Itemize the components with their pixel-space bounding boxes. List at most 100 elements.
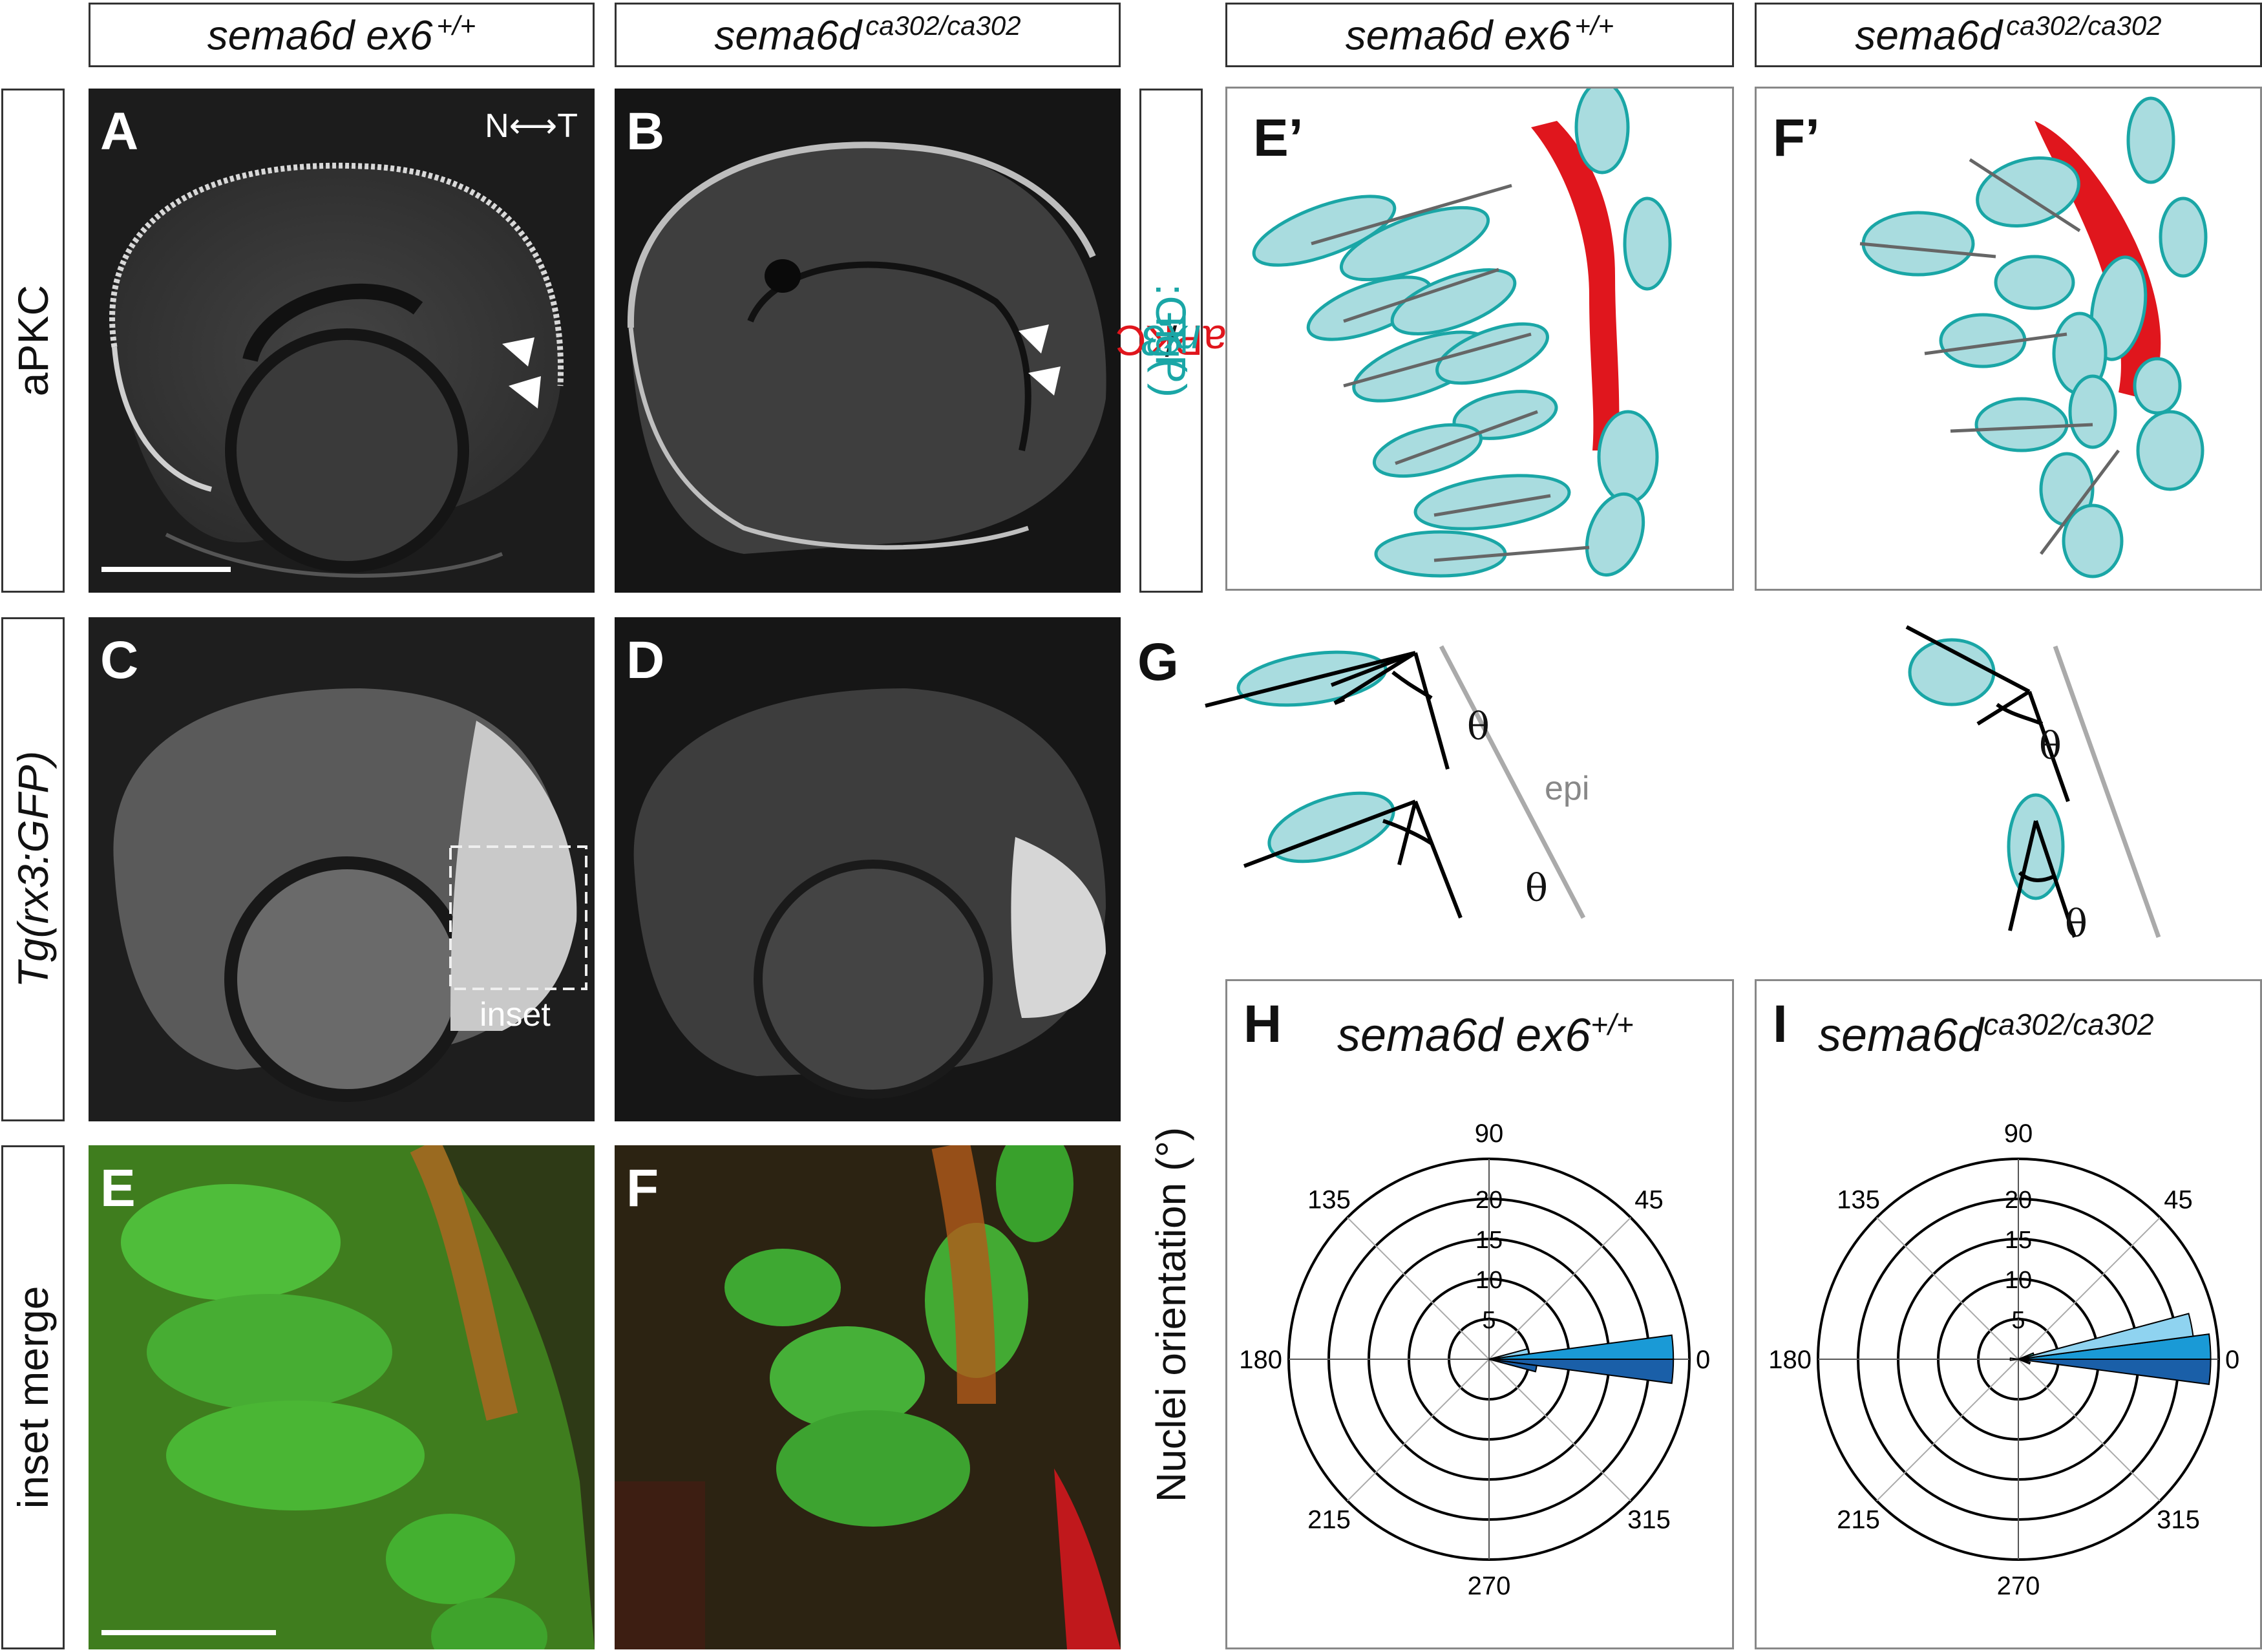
tg-gene: rx3	[9, 864, 57, 924]
header-wt-sup: +/+	[436, 10, 476, 41]
header-mut-text-2: sema6d	[1855, 12, 2003, 59]
polar-angle-tick-label: 135	[1837, 1186, 1880, 1214]
polar-angle-tick-label: 45	[1634, 1186, 1664, 1214]
polar-angle-tick-label: 0	[1696, 1346, 1710, 1374]
polar-angle-tick-label: 215	[1307, 1505, 1351, 1534]
polar-spoke	[1488, 1359, 1631, 1501]
panel-g: G θ θ θ θ epi	[1137, 620, 2262, 969]
polar-angle-tick-label: 135	[1307, 1186, 1351, 1214]
panel-label-e: E	[100, 1159, 136, 1218]
row-label-apkc: aPKC	[1, 89, 65, 593]
legend-apkc-tg: aPKC / Tg(rx3:GFP)	[1115, 89, 1227, 593]
micrograph-e: E	[89, 1145, 595, 1649]
polar-angle-tick-label: 215	[1837, 1505, 1880, 1534]
micrograph-a-image	[89, 89, 595, 593]
micrograph-a: A N⟷T	[89, 89, 595, 593]
polar-i-title-sup: ca302/ca302	[1983, 1008, 2154, 1041]
polar-radial-tick-label: 10	[1475, 1267, 1503, 1294]
panel-label-a: A	[100, 102, 139, 161]
tg-prefix: Tg(	[9, 924, 57, 988]
panel-label-f-prime: F’	[1773, 109, 1820, 167]
schematic-f-prime: F’	[1755, 87, 2262, 591]
polar-spoke	[1347, 1217, 1490, 1360]
legend-tg: Tg(rx3:GFP)	[1141, 284, 1201, 397]
panel-g-image	[1205, 625, 2161, 938]
polar-spoke	[1876, 1217, 2019, 1360]
micrograph-c-image	[89, 617, 595, 1121]
polar-radial-tick-label: 20	[2005, 1187, 2032, 1214]
polar-angle-tick-label: 270	[1997, 1572, 2040, 1600]
polar-h-title-text: sema6d ex6	[1337, 1010, 1591, 1061]
panel-label-i: I	[1773, 995, 1788, 1054]
micrograph-d-image	[615, 617, 1121, 1121]
polar-bin	[1488, 1359, 1538, 1373]
polar-bin	[2018, 1313, 2194, 1360]
theta-4: θ	[2065, 902, 2088, 946]
panel-label-c: C	[100, 631, 139, 690]
row-label-inset: inset merge	[1, 1145, 65, 1649]
header-wt-text-2: sema6d ex6	[1345, 12, 1571, 59]
row-label-nuclei: Nuclei orientation (°)	[1139, 979, 1203, 1649]
epi-label: epi	[1545, 770, 1590, 807]
inset-label: inset	[480, 996, 551, 1033]
polar-angle-tick-label: 315	[2157, 1505, 2200, 1534]
schematic-f-prime-image	[1859, 96, 2208, 578]
polar-radial-tick-label: 15	[1475, 1227, 1503, 1254]
panel-label-e-prime: E’	[1253, 109, 1304, 167]
polar-angle-tick-label: 270	[1468, 1572, 1511, 1600]
row-label-nuclei-text: Nuclei orientation (°)	[1148, 1127, 1194, 1502]
row-label-inset-text: inset merge	[9, 1286, 57, 1509]
polar-panel-i: 5 10 15 20 90 45 0 315 270 215 180 135 I sema6dca30…	[1755, 979, 2262, 1649]
header-mut-sup: ca302/ca302	[865, 10, 1021, 41]
polar-radial-tick-label: 10	[2005, 1267, 2032, 1294]
legend-tg-suffix: :GFP)	[1147, 284, 1195, 397]
polar-spoke	[1488, 1217, 1631, 1360]
polar-angle-tick-label: 90	[1475, 1119, 1504, 1148]
polar-angle-tick-label: 180	[1239, 1346, 1282, 1374]
panel-label-g: G	[1137, 633, 1179, 692]
micrograph-e-image	[89, 1145, 595, 1649]
polar-i-title-text: sema6d	[1818, 1010, 1984, 1061]
polar-spoke	[2018, 1217, 2161, 1360]
row-label-tg-text: Tg(rx3:GFP)	[8, 751, 58, 988]
polar-radial-tick-label: 5	[2011, 1307, 2025, 1334]
polar-h-title: sema6d ex6+/+	[1337, 1007, 1634, 1062]
polar-bin	[2018, 1359, 2212, 1385]
theta-1: θ	[1467, 704, 1490, 748]
polar-radial-tick-label: 15	[2005, 1227, 2032, 1254]
polar-bin	[1488, 1348, 1530, 1360]
polar-angle-tick-label: 315	[1627, 1505, 1671, 1534]
theta-2: θ	[1525, 866, 1548, 910]
schematic-e-prime-image	[1252, 89, 1672, 578]
row-label-apkc-text: aPKC	[9, 284, 57, 397]
polar-spoke	[2018, 1359, 2161, 1501]
polar-h-title-sup: +/+	[1591, 1008, 1634, 1041]
polar-radial-tick-label: 20	[1475, 1187, 1503, 1214]
polar-angle-tick-label: 45	[2164, 1186, 2193, 1214]
orientation-label: N⟷T	[485, 107, 578, 145]
micrograph-c: C inset	[89, 617, 595, 1121]
header-wt-sup-2: +/+	[1574, 10, 1614, 41]
micrograph-f-image	[615, 1145, 1121, 1649]
theta-3: θ	[2039, 724, 2062, 768]
polar-radial-tick-label: 5	[1482, 1307, 1496, 1334]
polar-angle-tick-label: 180	[1768, 1346, 1812, 1374]
panel-label-f: F	[626, 1159, 659, 1218]
polar-angle-tick-label: 90	[2004, 1119, 2033, 1148]
header-mut-sup-2: ca302/ca302	[2006, 10, 2162, 41]
polar-angle-tick-label: 0	[2225, 1346, 2239, 1374]
micrograph-b: B	[615, 89, 1121, 593]
polar-bin	[2018, 1352, 2035, 1360]
header-wt-left: sema6d ex6+/+	[89, 3, 595, 67]
row-label-tg: Tg(rx3:GFP)	[1, 617, 65, 1121]
polar-h-svg: 5 10 15 20 90 45 0 315 270 215 180 135	[1239, 1119, 1710, 1600]
micrograph-f: F	[615, 1145, 1121, 1649]
polar-spoke	[1876, 1359, 2019, 1501]
polar-i-svg: 5 10 15 20 90 45 0 315 270 215 180 135	[1768, 1119, 2239, 1600]
polar-i-title: sema6dca302/ca302	[1818, 1007, 2154, 1062]
tg-suffix: :GFP)	[9, 750, 57, 865]
header-wt-text: sema6d ex6	[207, 12, 433, 59]
header-wt-right: sema6d ex6+/+	[1225, 3, 1734, 67]
